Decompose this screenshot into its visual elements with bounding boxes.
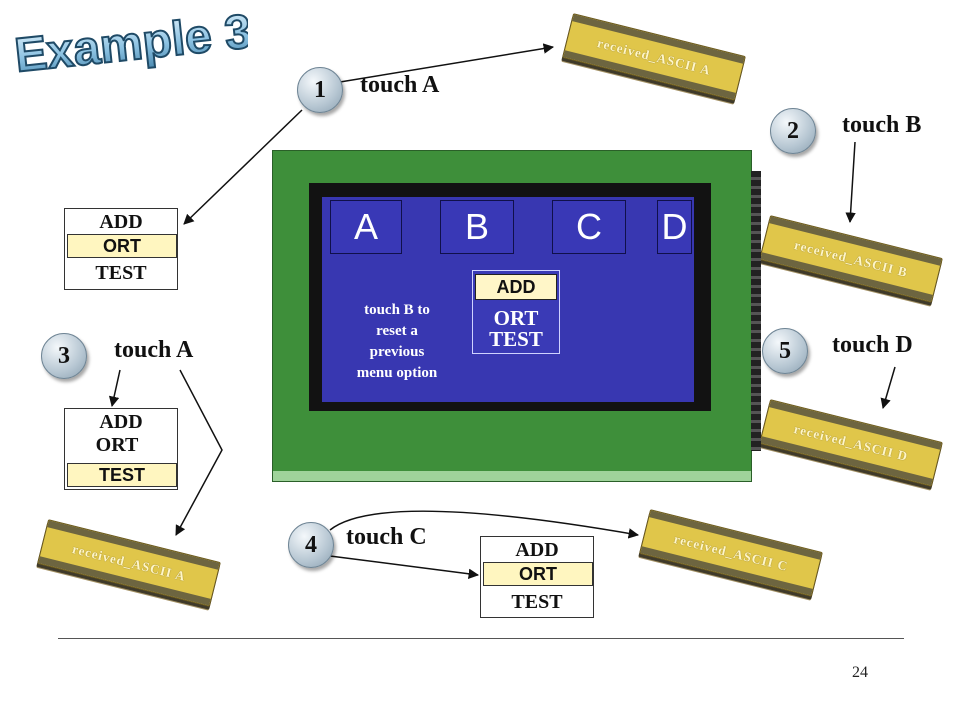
step-3-label: touch A <box>114 337 194 363</box>
menu-ort: ORT <box>95 434 139 456</box>
touch-button-c[interactable]: C <box>552 200 626 254</box>
page-number: 24 <box>852 664 868 681</box>
menu-state-4: ADD ORT TEST <box>480 536 594 618</box>
step-2-circle: 2 <box>770 108 816 154</box>
note-line-4: menu option <box>356 365 438 381</box>
step-2-number: 2 <box>787 118 799 144</box>
step-4-number: 4 <box>305 532 317 558</box>
footer-rule <box>58 638 904 639</box>
touch-button-d[interactable]: D <box>657 200 692 254</box>
arrow-1-to-lcd <box>339 43 555 83</box>
step-1-label: touch A <box>360 72 440 98</box>
step-3-number: 3 <box>58 343 70 369</box>
arrow-4-to-lcd <box>329 510 640 539</box>
screen-note: touch B to reset a previous menu option <box>332 300 462 384</box>
menu-add: ADD <box>99 211 143 233</box>
arrow-4-to-menu <box>329 555 480 580</box>
menu-add: ADD <box>515 539 559 561</box>
slide-title: Example 3 <box>11 4 248 80</box>
menu-ort-highlighted: ORT <box>483 562 593 586</box>
menu-state-3: ADD ORT TEST <box>64 408 178 490</box>
step-1-circle: 1 <box>297 67 343 113</box>
menu-add: ADD <box>99 411 143 433</box>
step-2-label: touch B <box>842 112 922 138</box>
step-4-label: touch C <box>346 524 427 550</box>
step-3-circle: 3 <box>41 333 87 379</box>
arrow-5-to-lcd <box>880 366 896 410</box>
on-screen-menu-ort[interactable]: ORT <box>493 306 539 330</box>
arrow-3-to-lcd <box>175 369 223 536</box>
step-1-number: 1 <box>314 77 326 103</box>
on-screen-menu-add[interactable]: ADD <box>475 274 557 300</box>
on-screen-menu-test[interactable]: TEST <box>489 327 543 351</box>
step-5-label: touch D <box>832 332 913 358</box>
step-5-circle: 5 <box>762 328 808 374</box>
menu-ort-highlighted: ORT <box>67 234 177 258</box>
on-screen-menu: ADD ORT TEST <box>472 270 560 354</box>
step-5-number: 5 <box>779 338 791 364</box>
touch-button-a[interactable]: A <box>330 200 402 254</box>
step-4-circle: 4 <box>288 522 334 568</box>
touch-button-b[interactable]: B <box>440 200 514 254</box>
note-line-3: previous <box>369 344 425 360</box>
menu-state-1: ADD ORT TEST <box>64 208 178 290</box>
connector-pins <box>751 171 761 451</box>
menu-test: TEST <box>95 262 147 284</box>
arrow-3-to-menu <box>108 369 121 408</box>
arrow-2-to-lcd <box>845 141 856 224</box>
note-line-1: touch B to <box>364 302 430 318</box>
arrow-1-to-menu <box>183 109 303 225</box>
note-line-2: reset a <box>376 323 418 339</box>
menu-test: TEST <box>511 591 563 613</box>
menu-test-highlighted: TEST <box>67 463 177 487</box>
